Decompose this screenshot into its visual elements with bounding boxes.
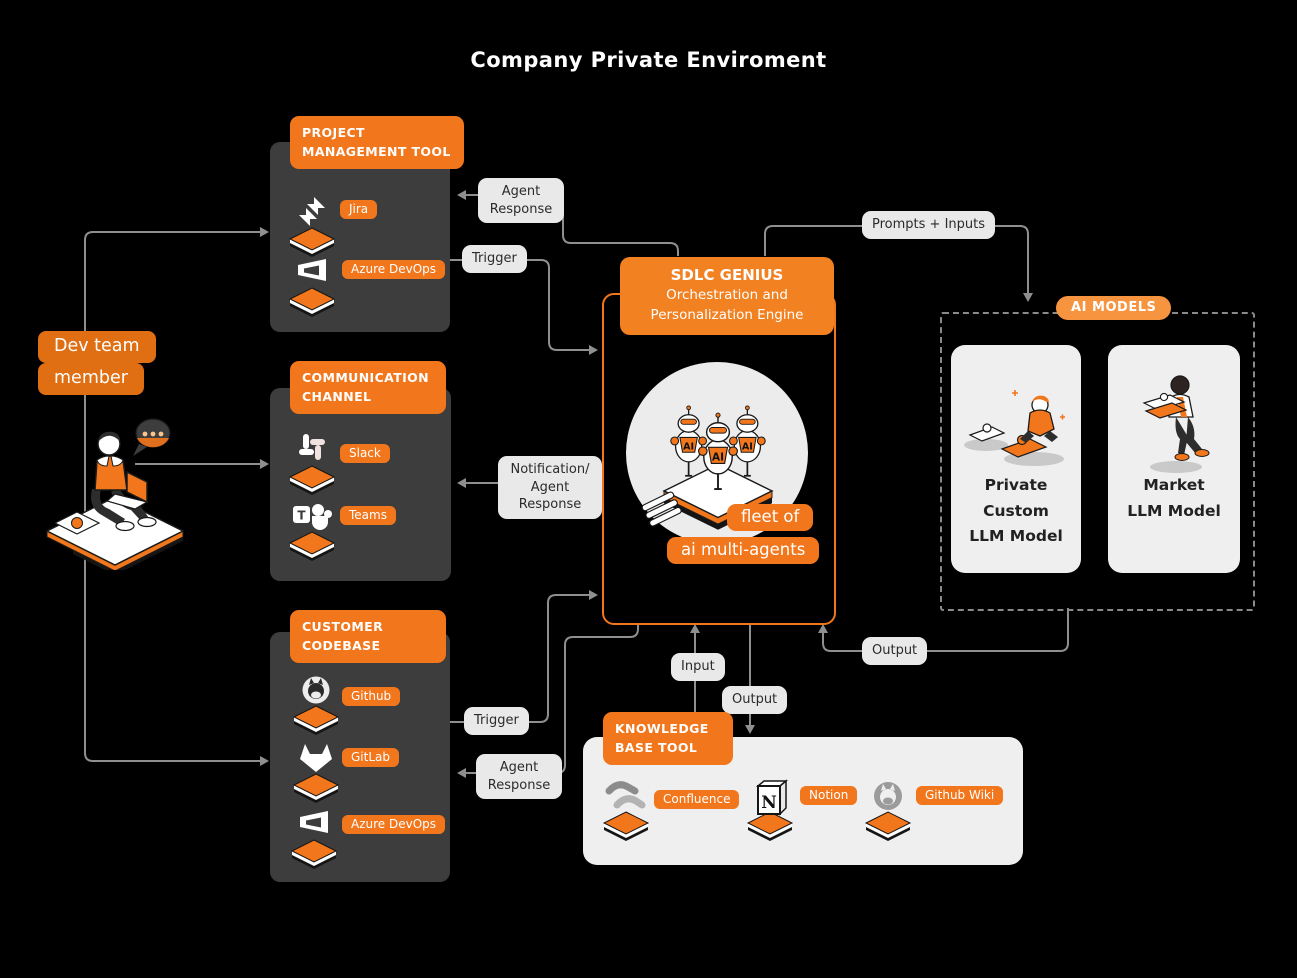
page-title: Company Private Enviroment xyxy=(470,48,827,72)
developer-illustration xyxy=(45,418,185,570)
private-llm-label: Private Custom LLM Model xyxy=(951,473,1081,550)
arrowhead xyxy=(818,624,828,633)
svg-text:T: T xyxy=(297,509,306,523)
builder-figure xyxy=(1020,395,1058,443)
arrowhead xyxy=(457,190,466,200)
github-wiki-icon xyxy=(864,782,912,841)
agent-response-pmt-label: Agent Response xyxy=(478,178,564,224)
arrowhead xyxy=(589,345,598,355)
dev-to-boxes-line xyxy=(84,231,261,762)
trigger-codebase-label: Trigger xyxy=(464,707,529,735)
market-llm-label: Market LLM Model xyxy=(1108,473,1240,524)
dev-team-pill: Dev team xyxy=(38,331,156,363)
svg-text:N: N xyxy=(761,793,777,813)
jira-icon xyxy=(288,197,336,257)
notion-label: Notion xyxy=(800,786,858,805)
market-llm-card: Market LLM Model xyxy=(1108,345,1240,573)
project-management-header: PROJECT MANAGEMENT TOOL xyxy=(290,116,464,169)
carrier-figure xyxy=(1142,375,1210,461)
arrowhead xyxy=(260,227,269,237)
private-llm-line1: Private Custom xyxy=(983,476,1049,520)
speech-bubble-icon xyxy=(133,418,171,456)
arrowhead xyxy=(589,590,598,600)
slack-label: Slack xyxy=(340,444,390,463)
toolbox-icon xyxy=(53,511,101,535)
azure-devops-icon xyxy=(288,259,336,317)
developer-figure xyxy=(91,431,157,532)
azure-devops-label: Azure DevOps xyxy=(342,260,446,279)
customer-codebase-header: CUSTOMER CODEBASE xyxy=(290,610,446,663)
private-llm-card: Private Custom LLM Model xyxy=(951,345,1081,573)
private-llm-line2: LLM Model xyxy=(969,527,1063,546)
teams-icon: T xyxy=(288,504,336,561)
trigger-pmt-line xyxy=(450,259,589,351)
trigger-pmt-label: Trigger xyxy=(462,245,527,273)
gitlab-label: GitLab xyxy=(342,748,399,767)
agent-response-codebase-label: Agent Response xyxy=(476,754,562,800)
arrowhead xyxy=(1023,293,1033,302)
market-llm-line1: Market xyxy=(1143,476,1205,494)
ai-models-header: AI MODELS xyxy=(1056,296,1172,320)
arrowhead xyxy=(260,756,269,766)
market-llm-line2: LLM Model xyxy=(1127,501,1221,520)
ai-multi-agents-badge: ai multi-agents xyxy=(667,537,820,564)
slack-icon xyxy=(288,434,336,495)
sdlc-genius-header: SDLC GENIUS Orchestration and Personaliz… xyxy=(620,257,834,336)
input-label: Input xyxy=(671,653,725,681)
arrowhead xyxy=(457,478,466,488)
notification-label: Notification/ Agent Response xyxy=(498,456,602,519)
confluence-icon xyxy=(602,781,650,841)
confluence-label: Confluence xyxy=(654,790,740,809)
arrowhead xyxy=(745,725,755,734)
prompts-inputs-label: Prompts + Inputs xyxy=(862,211,996,239)
output-from-ai-line xyxy=(822,608,1069,652)
dev-member-pill: member xyxy=(38,363,144,395)
teams-label: Teams xyxy=(340,506,396,525)
output-to-kb-label: Output xyxy=(722,686,788,714)
arrowhead xyxy=(690,624,700,633)
agent-response-codebase-line xyxy=(466,622,639,774)
planks-icon xyxy=(641,491,682,527)
arrowhead xyxy=(457,768,466,778)
notion-icon: N xyxy=(746,779,794,841)
trigger-codebase-line xyxy=(450,594,589,723)
puzzle-carry-illustration xyxy=(1142,375,1210,473)
fleet-of-badge: fleet of xyxy=(727,504,814,531)
gitlab-icon xyxy=(292,744,340,803)
communication-header: COMMUNICATION CHANNEL xyxy=(290,361,446,414)
github-wiki-label: Github Wiki xyxy=(916,786,1004,805)
azure-devops-icon xyxy=(290,811,338,869)
sdlc-subtitle: Orchestration and Personalization Engine xyxy=(650,287,804,323)
puzzle-assembly-illustration xyxy=(964,390,1065,466)
output-from-ai-label: Output xyxy=(862,637,928,665)
github-label: Github xyxy=(342,687,401,706)
jira-label: Jira xyxy=(340,200,378,219)
knowledge-base-header: KNOWLEDGE BASE TOOL xyxy=(603,712,733,765)
azure-devops-label: Azure DevOps xyxy=(342,815,446,834)
github-icon xyxy=(292,676,340,735)
sdlc-title: SDLC GENIUS xyxy=(670,266,784,284)
arrowhead xyxy=(260,459,269,469)
